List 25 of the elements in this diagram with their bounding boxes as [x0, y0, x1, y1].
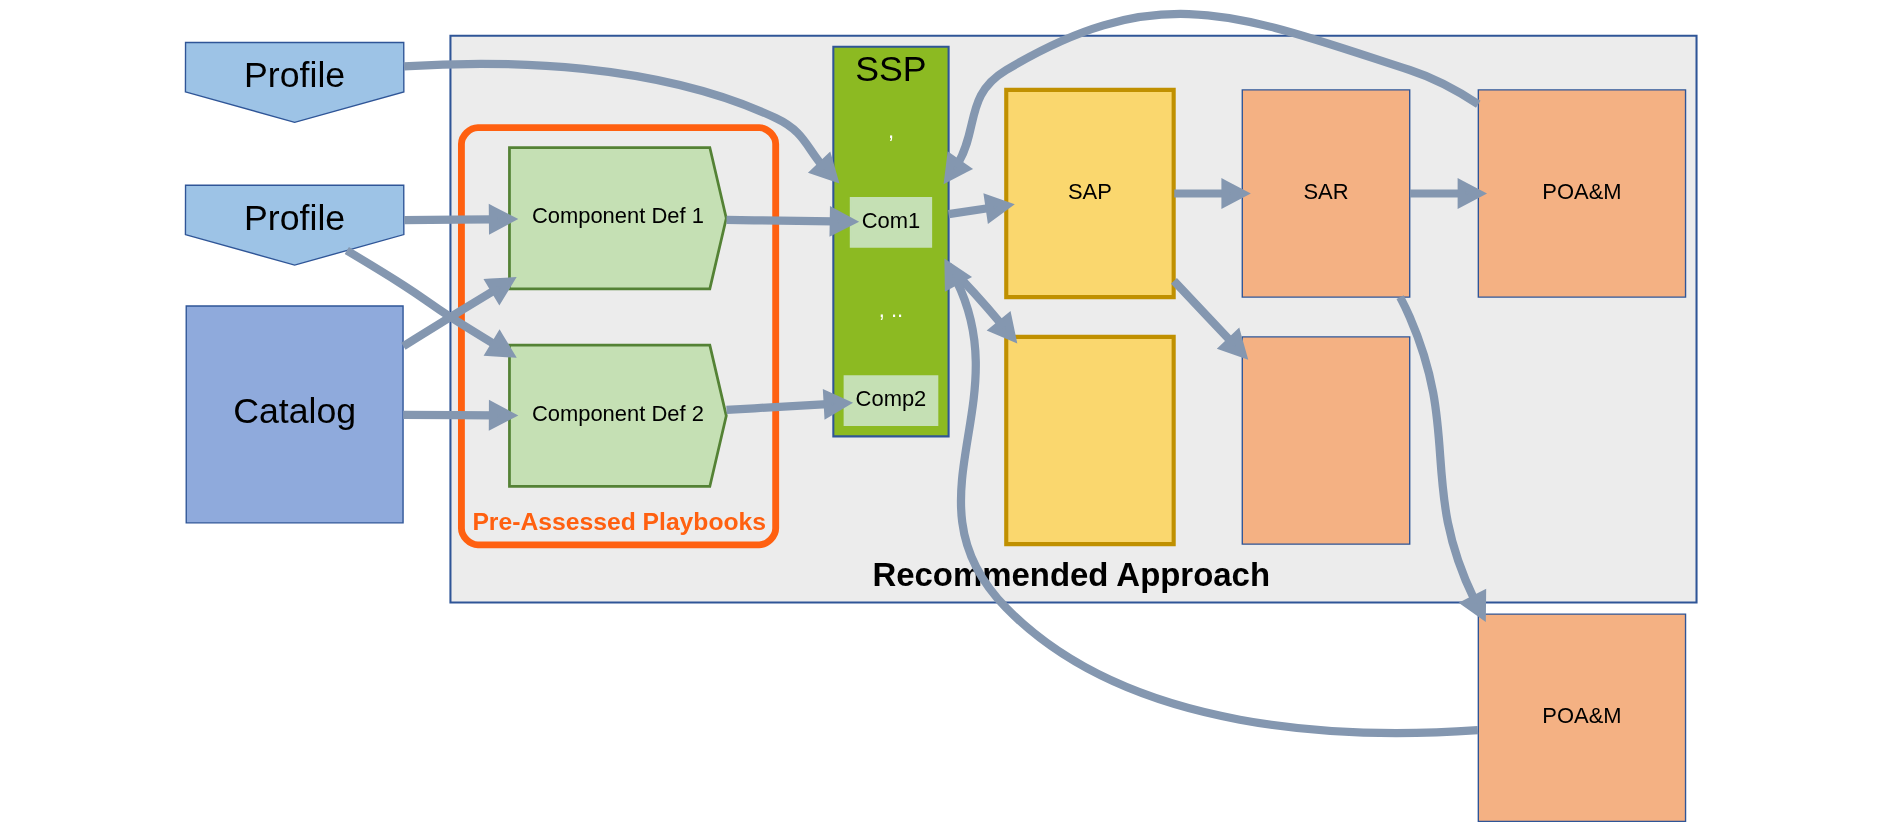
node-box: SAR: [1241, 89, 1410, 298]
label: ,: [887, 118, 894, 144]
node-box: Com1: [849, 196, 932, 248]
node-box: POA&M: [1477, 613, 1686, 823]
node-box: [1003, 334, 1176, 547]
arrow: [1173, 178, 1251, 209]
node-box: Comp2: [843, 375, 938, 427]
arrow: [1409, 178, 1487, 209]
node-box: POA&M: [1477, 89, 1686, 298]
node-box: SAP: [1003, 87, 1176, 300]
label: , ..: [878, 296, 903, 322]
arrow: [1170, 278, 1248, 360]
node-box: Catalog: [185, 305, 404, 524]
arrow: [400, 277, 517, 350]
arrow: [403, 203, 518, 235]
arrow: [943, 10, 1480, 185]
node-box: [1241, 336, 1410, 545]
arrow: [402, 399, 518, 431]
arrow: [1396, 295, 1486, 622]
arrow: [403, 59, 839, 184]
arrow: [947, 193, 1015, 224]
arrow: [725, 205, 859, 237]
arrow: [725, 389, 853, 420]
arrow: [344, 247, 517, 358]
arrow: [943, 258, 1478, 738]
